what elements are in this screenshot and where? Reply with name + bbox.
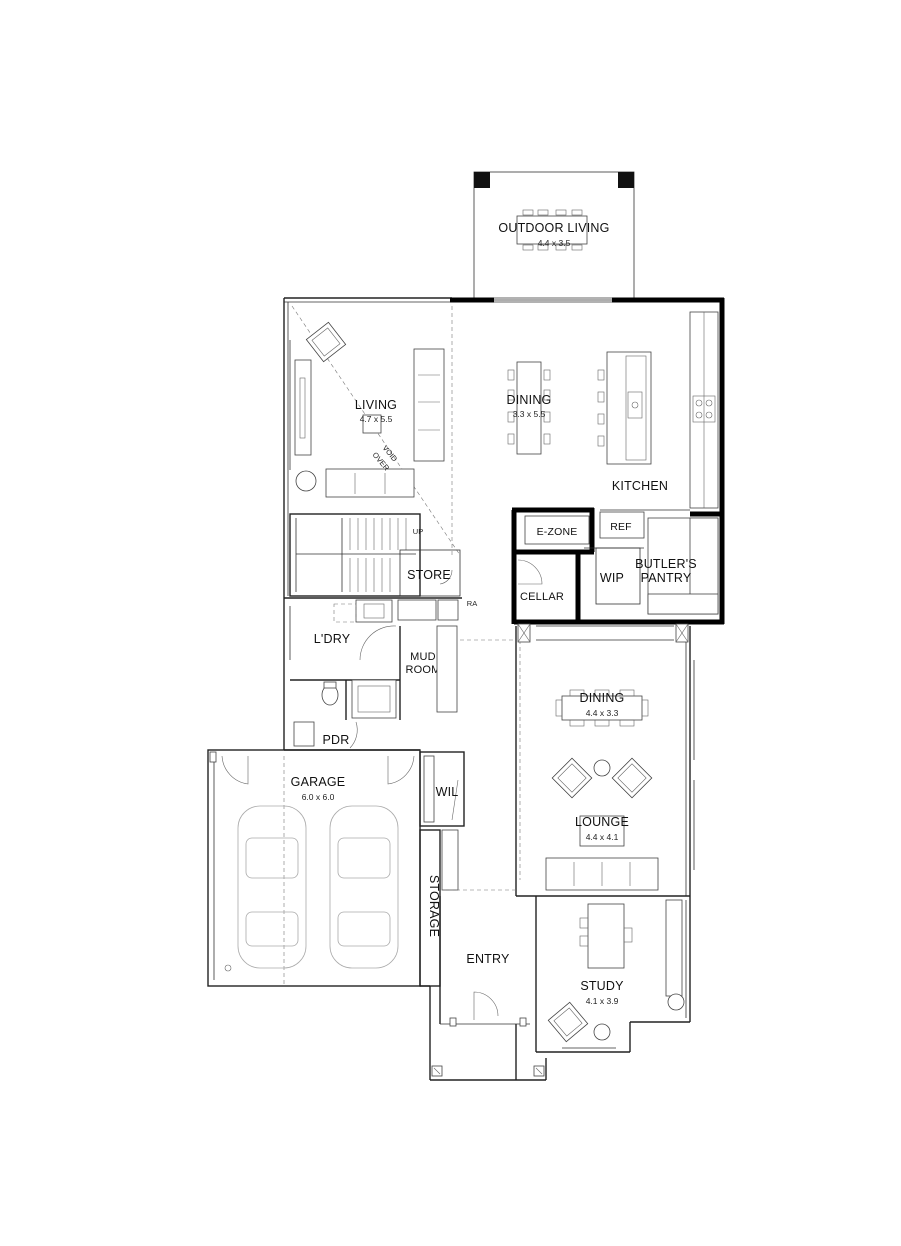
mud-label-1: MUD: [410, 651, 436, 663]
car-right: [329, 805, 399, 969]
dining-lounge: DINING 4.4 x 3.3 LOUNGE 4.4 x 4.1: [545, 689, 659, 891]
column-left: [474, 172, 490, 188]
cooktop: [692, 395, 716, 423]
wil-storage: WIL STORAGE: [419, 751, 516, 987]
walls: [283, 297, 725, 897]
outdoor-living-label: OUTDOOR LIVING: [498, 221, 609, 235]
study-chair: [547, 1001, 589, 1043]
staircase: UP STORE: [289, 513, 461, 597]
column-right: [618, 172, 634, 188]
armchair: [305, 321, 347, 363]
kitchen: KITCHEN: [597, 311, 719, 509]
laundry-mud-room: RA L'DRY MUD ROOM: [284, 597, 516, 720]
entry: ENTRY: [420, 896, 547, 1081]
study-size: 4.1 x 3.9: [586, 996, 619, 1006]
sofa-bottom: [325, 468, 415, 498]
fridge: [599, 511, 645, 539]
lounge-side-table: [593, 759, 611, 777]
powder-room: PDR: [284, 680, 420, 751]
wip-label: WIP: [600, 571, 624, 585]
e-zone-desk: [524, 515, 590, 545]
lounge-chair-left: [551, 757, 593, 799]
dining-upper-label: DINING: [507, 393, 552, 407]
storage-label: STORAGE: [427, 875, 441, 937]
garage-size: 6.0 x 6.0: [302, 792, 335, 802]
lounge-coffee-table: [579, 815, 625, 847]
entry-label: ENTRY: [466, 952, 510, 966]
lounge-label: LOUNGE: [575, 815, 629, 829]
butlers-label-1: BUTLER'S: [635, 557, 697, 571]
mud-label-2: ROOM: [405, 664, 440, 676]
living-label: LIVING: [355, 398, 397, 412]
sofa-right: [413, 348, 445, 462]
kitchen-island: [606, 351, 652, 465]
e-zone-label: E-ZONE: [537, 526, 578, 538]
outdoor-table: [516, 215, 588, 245]
lounge-chair-right: [611, 757, 653, 799]
study-desk: [587, 903, 625, 969]
pdr-label: PDR: [323, 733, 350, 747]
outdoor-living-size: 4.4 x 3.5: [538, 238, 571, 248]
study-label: STUDY: [580, 979, 624, 993]
butlers-label-2: PANTRY: [641, 571, 692, 585]
car-left: [237, 805, 307, 969]
lounge-size: 4.4 x 4.1: [586, 832, 619, 842]
ldry-label: L'DRY: [314, 632, 351, 646]
living-room: LIVING 4.7 x 5.5 VOID OVER: [291, 305, 461, 556]
laundry-sink: [355, 599, 393, 623]
garage: GARAGE 6.0 x 6.0: [207, 749, 421, 987]
island-sink: [627, 391, 643, 419]
powder-basin: [293, 721, 315, 747]
living-size: 4.7 x 5.5: [360, 414, 393, 424]
outdoor-living-area: [473, 171, 635, 301]
dining-lower-label: DINING: [580, 691, 625, 705]
store-label: STORE: [407, 568, 451, 582]
stair-up-label: UP: [413, 527, 423, 536]
dining-table-upper: [516, 361, 542, 455]
mud-bench: [436, 625, 458, 713]
cellar-label: CELLAR: [520, 591, 564, 603]
side-table: [295, 470, 317, 492]
kitchen-label: KITCHEN: [612, 479, 668, 493]
ra-label: RA: [467, 599, 477, 608]
garage-label: GARAGE: [291, 775, 346, 789]
ref-label: REF: [610, 521, 632, 533]
wil-label: WIL: [436, 785, 459, 799]
coffee-table: [362, 414, 382, 434]
service-rooms: E-ZONE REF WIP BUTLER'S PANTRY CELLAR: [511, 507, 724, 643]
dining-upper: DINING 3.3 x 5.5: [507, 361, 552, 455]
dining-upper-size: 3.3 x 5.5: [513, 409, 546, 419]
dining-lower-size: 4.4 x 3.3: [586, 708, 619, 718]
study-shelf: [665, 899, 683, 997]
study: STUDY 4.1 x 3.9: [536, 896, 691, 1053]
tv-unit: [294, 359, 312, 456]
